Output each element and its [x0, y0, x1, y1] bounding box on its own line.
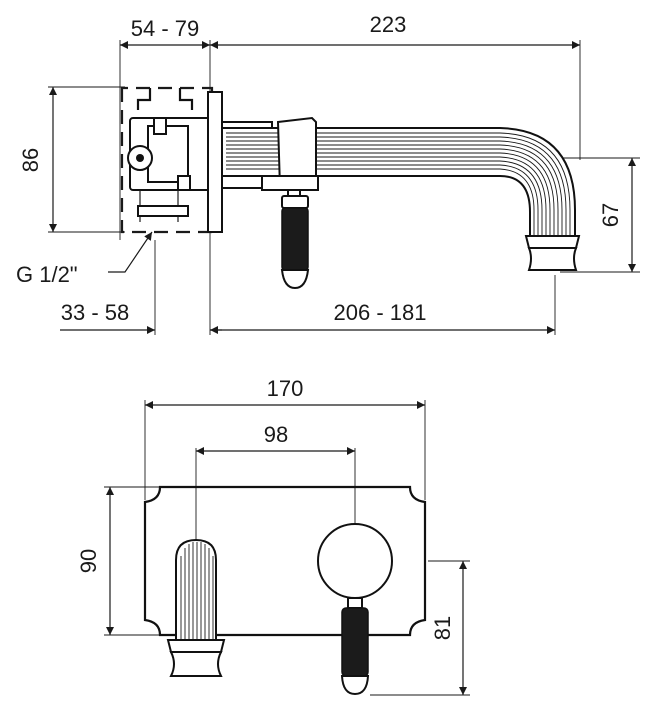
extension-lines-side — [48, 40, 640, 335]
handle-rosette-icon — [317, 523, 393, 599]
dimension-total-length: 223 — [210, 12, 580, 49]
dimension-projection: 206 - 181 — [210, 300, 555, 334]
dimension-plate-width: 170 — [145, 376, 425, 409]
handle-side — [261, 116, 319, 290]
valve-body — [127, 117, 213, 222]
dimension-handle-height: 81 — [430, 561, 467, 695]
spout-front — [166, 538, 226, 677]
dimension-center-distance: 98 — [196, 422, 355, 455]
front-view: 170 98 90 81 — [76, 376, 470, 696]
wall-plate-front — [143, 485, 427, 637]
dimension-spout-height: 67 — [598, 158, 636, 272]
dimension-box-width: 54 - 79 — [120, 16, 210, 49]
handle-lever-icon — [281, 207, 309, 271]
dim-thread-label: G 1/2" — [16, 262, 78, 287]
handle-front — [317, 523, 393, 696]
side-view: 54 - 79 223 86 67 33 - 58 206 - 181 — [16, 12, 640, 335]
dim-center-distance-label: 98 — [264, 422, 288, 447]
dim-total-length-label: 223 — [370, 12, 407, 37]
handle-lever-front-icon — [341, 607, 369, 677]
dim-body-height-label: 86 — [18, 148, 43, 172]
spout-outlet — [527, 247, 578, 271]
dim-box-width-label: 54 - 79 — [131, 16, 200, 41]
thread-callout: G 1/2" — [16, 231, 153, 287]
dim-projection-label: 206 - 181 — [334, 300, 427, 325]
dimension-body-height: 86 — [18, 87, 57, 232]
spout-aerator-ring — [524, 235, 581, 249]
dimension-plate-height: 90 — [76, 487, 114, 635]
dimension-wall-depth: 33 - 58 — [60, 300, 222, 334]
dim-plate-height-label: 90 — [76, 549, 101, 573]
spout-fluting — [226, 132, 571, 236]
spout — [221, 127, 581, 271]
dim-wall-depth-label: 33 - 58 — [61, 300, 130, 325]
dim-plate-width-label: 170 — [267, 376, 304, 401]
dim-handle-height-label: 81 — [430, 616, 455, 640]
dim-spout-height-label: 67 — [598, 203, 623, 227]
